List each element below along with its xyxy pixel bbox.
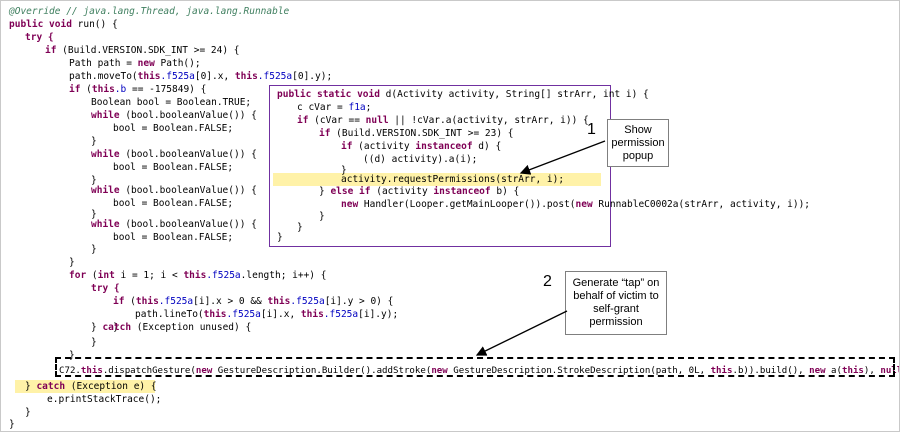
code-line-brace-w3: }	[91, 209, 97, 220]
code-line-run: public void run() {	[9, 19, 118, 30]
code-line-if-sdk24: if (Build.VERSION.SDK_INT >= 24) {	[45, 45, 240, 56]
code-line-brace-run: }	[9, 419, 15, 430]
code-line-brace-for: }	[69, 350, 75, 361]
highlight-request-permissions	[273, 173, 601, 186]
code-line-if-b: if (this.b == -175849) {	[69, 84, 207, 95]
code-line-brace-w1: }	[91, 136, 97, 147]
code-line-brace-catch-e: }	[25, 407, 31, 418]
code-line-brace-w4: }	[91, 244, 97, 255]
code-line-brace-catch-unused: }	[91, 337, 97, 348]
code-line-path: Path path = new Path();	[69, 58, 201, 69]
inset-line-brace-else: }	[319, 211, 325, 222]
inset-line-brace-d: }	[341, 165, 347, 176]
inset-line-brace-if-cvar: }	[297, 222, 303, 233]
callout-1-box: Show permission popup	[607, 119, 669, 167]
code-line-for: for (int i = 1; i < this.f525a.length; i…	[69, 270, 327, 281]
inset-line-brace-method: }	[277, 232, 283, 243]
code-line-override: @Override // java.lang.Thread, java.lang…	[9, 6, 290, 17]
code-line-while-2: while (bool.booleanValue()) {	[91, 149, 257, 160]
code-line-catch-e: } catch (Exception e) {	[25, 381, 157, 392]
code-line-dispatch-gesture: C72.this.dispatchGesture(new GestureDesc…	[59, 366, 899, 376]
code-line-catch-unused: } catch (Exception unused) {	[91, 322, 252, 333]
inset-line-signature: public static void d(Activity activity, …	[277, 89, 649, 100]
code-line-bool-false-1: bool = Boolean.FALSE;	[113, 123, 234, 134]
inset-line-d-a: ((d) activity).a(i);	[363, 154, 478, 165]
code-line-bool-true: Boolean bool = Boolean.TRUE;	[91, 97, 252, 108]
callout-2-box: Generate “tap” on behalf of victim to se…	[565, 271, 667, 335]
inset-line-cvar: c cVar = f1a;	[297, 102, 372, 113]
inset-line-handler: new Handler(Looper.getMainLooper()).post…	[341, 199, 811, 210]
inset-line-request-permissions: activity.requestPermissions(strArr, i);	[341, 174, 565, 185]
inset-line-else-if: } else if (activity instanceof b) {	[319, 186, 520, 197]
inset-line-if-instanceof-d: if (activity instanceof d) {	[341, 141, 502, 152]
code-line-moveto: path.moveTo(this.f525a[0].x, this.f525a[…	[69, 71, 333, 82]
callout-2-number: 2	[543, 273, 552, 290]
callout-1-number: 1	[587, 121, 596, 138]
code-line-print-stack: e.printStackTrace();	[47, 394, 162, 405]
arrow-1	[519, 140, 606, 175]
code-line-while-3: while (bool.booleanValue()) {	[91, 185, 257, 196]
code-line-lineto: path.lineTo(this.f525a[i].x, this.f525a[…	[135, 309, 399, 320]
code-line-while-4: while (bool.booleanValue()) {	[91, 219, 257, 230]
code-line-try: try {	[25, 32, 54, 43]
code-line-brace-if-xy: }	[113, 322, 119, 333]
code-line-brace-w2: }	[91, 175, 97, 186]
code-line-bool-false-2: bool = Boolean.FALSE;	[113, 162, 234, 173]
arrow-2	[475, 310, 568, 356]
code-line-if-xy: if (this.f525a[i].x > 0 && this.f525a[i]…	[113, 296, 394, 307]
code-line-try-inner: try {	[91, 283, 120, 294]
code-line-while-1: while (bool.booleanValue()) {	[91, 110, 257, 121]
inset-line-if-cvar: if (cVar == null || !cVar.a(activity, st…	[297, 115, 589, 126]
code-line-bool-false-4: bool = Boolean.FALSE;	[113, 232, 234, 243]
dispatch-gesture-box	[55, 357, 895, 377]
code-line-brace-if-b: }	[69, 257, 75, 268]
inset-line-if-sdk23: if (Build.VERSION.SDK_INT >= 23) {	[319, 128, 514, 139]
code-line-bool-false-3: bool = Boolean.FALSE;	[113, 198, 234, 209]
highlight-catch-line	[15, 380, 155, 393]
